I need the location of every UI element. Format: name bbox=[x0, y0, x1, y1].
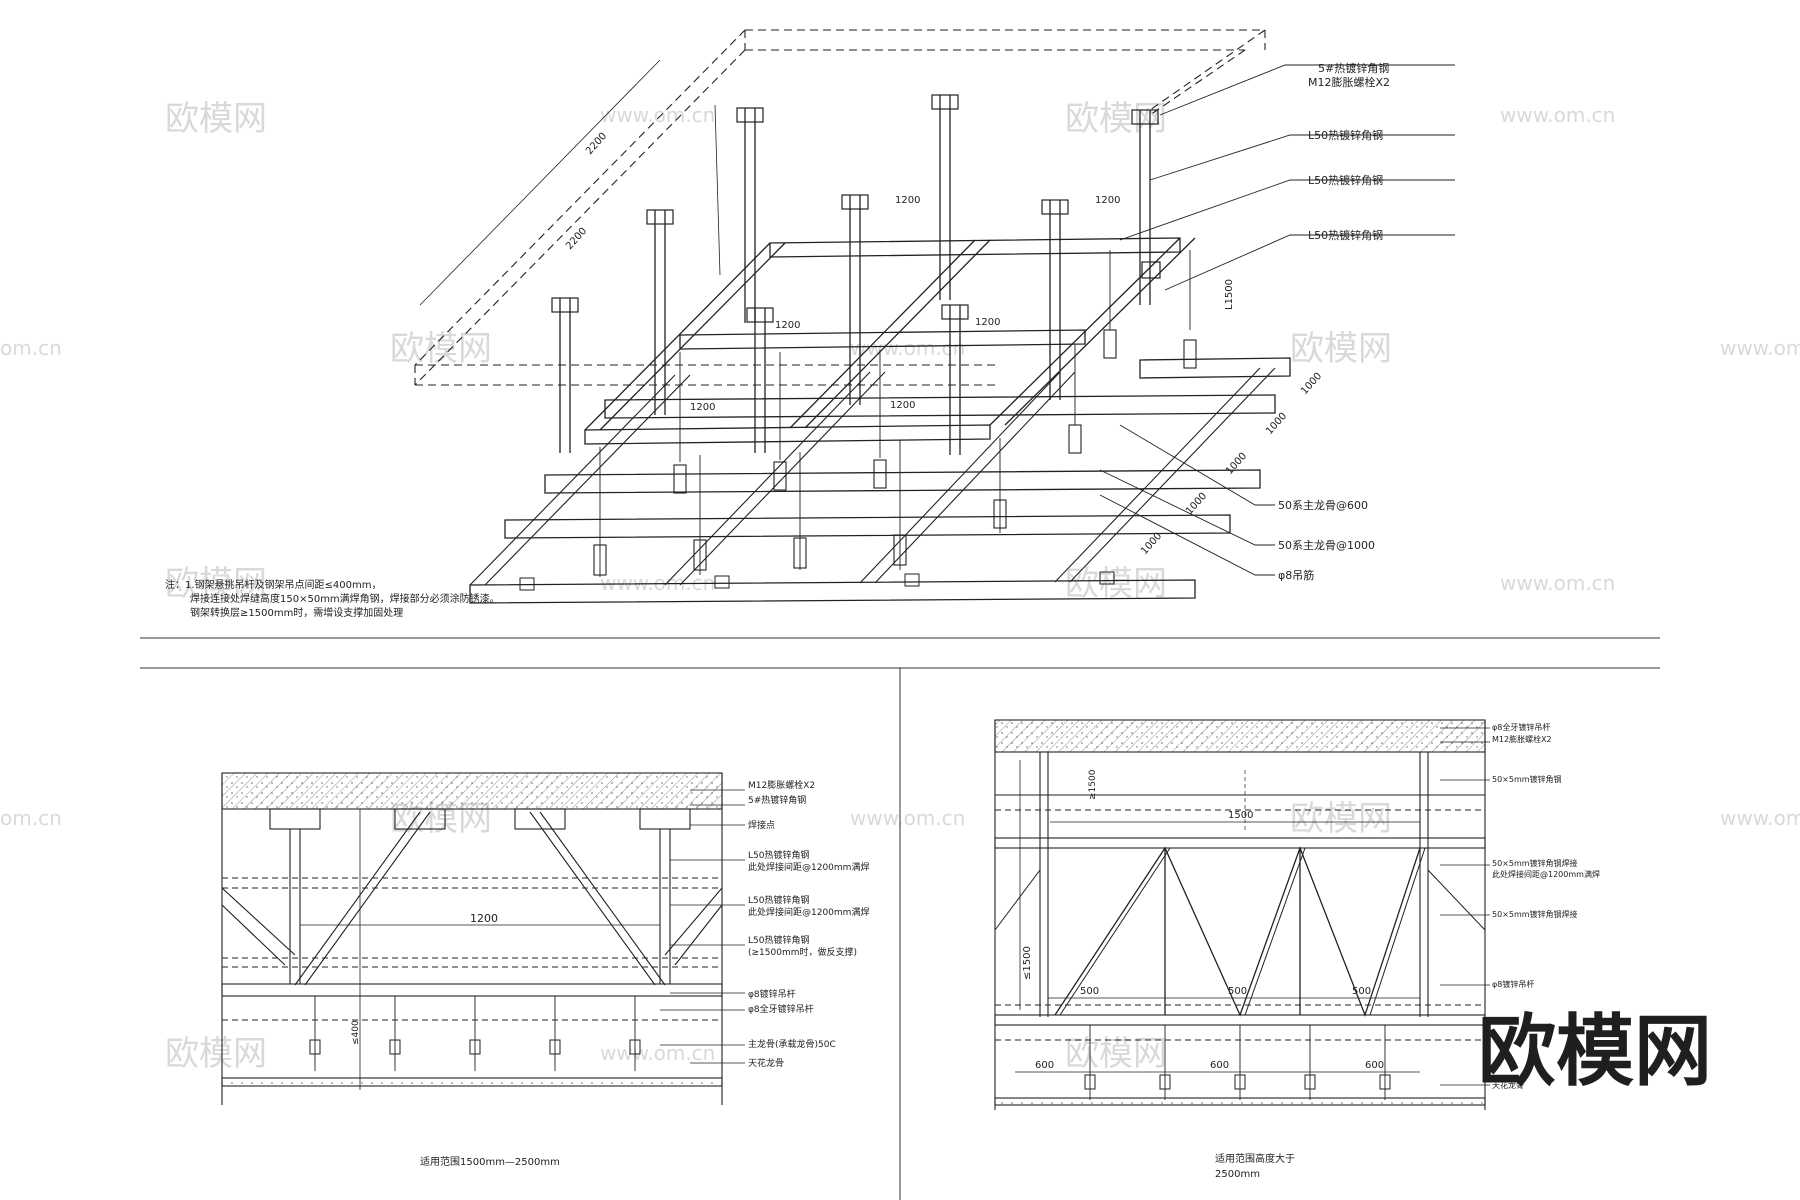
watermark-url: om.cn bbox=[0, 806, 62, 830]
dim-l1500: L1500 bbox=[1224, 279, 1235, 310]
watermark-brand: 欧模网 bbox=[165, 1034, 267, 1074]
watermark-brand: 欧模网 bbox=[1065, 1034, 1167, 1074]
l-dim-400: ≤400 bbox=[351, 1020, 361, 1045]
callout-runner-1000: 50系主龙骨@1000 bbox=[1278, 539, 1375, 552]
dim-1200: 1200 bbox=[890, 400, 915, 411]
r-callout-angle-weld: 50×5mm镀锌角钢焊接 bbox=[1492, 858, 1578, 868]
right-caption-2: 2500mm bbox=[1215, 1169, 1260, 1180]
l-callout-rod: φ8镀锌吊杆 bbox=[748, 988, 796, 1000]
callout-l50-b: L50热镀锌角钢 bbox=[1308, 173, 1383, 187]
watermark-url: www.om.cn bbox=[1500, 103, 1615, 127]
slab-dimensions bbox=[419, 59, 721, 306]
dim-2200: 2200 bbox=[584, 131, 609, 157]
dim-1000: 1000 bbox=[1264, 411, 1289, 437]
dim-1000: 1000 bbox=[1224, 451, 1249, 477]
left-caption: 适用范围1500mm—2500mm bbox=[420, 1155, 560, 1168]
dim-1200: 1200 bbox=[775, 320, 800, 331]
iso-callouts: 5#热镀锌角钢 M12膨胀螺栓X2 L50热镀锌角钢 L50热镀锌角钢 L50热… bbox=[1278, 61, 1390, 582]
note-line-2: 焊接连接处焊缝高度150×50mm满焊角钢，焊接部分必须涂防锈漆。 bbox=[190, 592, 500, 605]
r-callout-angle: 50×5mm镀锌角钢 bbox=[1492, 774, 1562, 784]
left-section-drawing bbox=[221, 772, 745, 1105]
dim-1200: 1200 bbox=[895, 195, 920, 206]
cross-tees bbox=[469, 367, 1276, 586]
upper-frame bbox=[584, 237, 1196, 445]
l-callout-l50-a: L50热镀锌角钢 bbox=[748, 849, 809, 861]
l-callout-l50-b: L50热镀锌角钢 bbox=[748, 894, 809, 906]
l-callout-weld: 焊接点 bbox=[748, 819, 775, 831]
r-dim-600: 600 bbox=[1035, 1060, 1054, 1071]
r-dim-1500-top: ≥1500 bbox=[1088, 769, 1098, 800]
brand-watermark: 欧模网 bbox=[1478, 1007, 1712, 1097]
r-callout-rod: φ8镀锌吊杆 bbox=[1492, 979, 1534, 989]
watermark-url: www.om.cn bbox=[850, 336, 965, 360]
slab-outline-dashed bbox=[414, 29, 1266, 386]
sheet-dividers bbox=[140, 637, 1660, 1200]
callout-l50-a: L50热镀锌角钢 bbox=[1308, 128, 1383, 142]
callout-angle-steel: 5#热镀锌角钢 bbox=[1318, 61, 1389, 75]
dim-1200: 1200 bbox=[690, 402, 715, 413]
watermark-url: www.om.cn bbox=[1720, 806, 1800, 830]
r-dim-500: 500 bbox=[1352, 986, 1371, 997]
watermark-brand: 欧模网 bbox=[1065, 99, 1167, 139]
r-dim-600: 600 bbox=[1365, 1060, 1384, 1071]
iso-notes: 注：1.钢架悬挑吊杆及钢架吊点间距≤400mm， 焊接连接处焊缝高度150×50… bbox=[165, 578, 500, 619]
callout-anchor-bolt: M12膨胀螺栓X2 bbox=[1308, 75, 1390, 89]
dim-1000: 1000 bbox=[1184, 491, 1209, 517]
right-section-labels: φ8全牙镀锌吊杆 M12膨胀螺栓X2 50×5mm镀锌角钢 50×5mm镀锌角钢… bbox=[1022, 722, 1600, 1180]
dim-1200: 1200 bbox=[975, 317, 1000, 328]
dim-1000: 1000 bbox=[1139, 531, 1164, 557]
left-section-labels: M12膨胀螺栓X2 5#热镀锌角钢 焊接点 L50热镀锌角钢 此处焊接间距@12… bbox=[351, 779, 869, 1168]
r-callout-angle-weld-b: 50×5mm镀锌角钢焊接 bbox=[1492, 909, 1578, 919]
watermark-brand: 欧模网 bbox=[390, 329, 492, 369]
isometric-steel-frame bbox=[414, 29, 1455, 604]
callout-runner-600: 50系主龙骨@600 bbox=[1278, 499, 1368, 512]
right-caption-1: 适用范围高度大于 bbox=[1215, 1152, 1295, 1165]
dim-1200: 1200 bbox=[1095, 195, 1120, 206]
l-callout-ceiling: 天花龙骨 bbox=[748, 1057, 784, 1069]
watermark-brand: 欧模网 bbox=[165, 564, 267, 604]
watermark-url: www.om.cn bbox=[1720, 336, 1800, 360]
iso-leaders bbox=[1099, 64, 1455, 576]
l-callout-angle: 5#热镀锌角钢 bbox=[748, 794, 806, 806]
watermark-url: www.om.cn bbox=[600, 103, 715, 127]
r-callout-weld-spacing: 此处焊接间距@1200mm满焊 bbox=[1492, 869, 1600, 879]
l-dim-1200: 1200 bbox=[470, 912, 498, 925]
l-callout-l50-c: L50热镀锌角钢 bbox=[748, 934, 809, 946]
note-line-3: 钢架转换层≥1500mm时，需增设支撑加固处理 bbox=[190, 606, 403, 619]
l-callout-weld-spacing-a: 此处焊接间距@1200mm满焊 bbox=[748, 861, 869, 873]
faint-watermarks: 欧模网 欧模网 欧模网 欧模网 欧模网 欧模网 欧模网 欧模网 欧模网 欧模网 … bbox=[0, 99, 1800, 1074]
r-dim-500: 500 bbox=[1080, 986, 1099, 997]
callout-rod: φ8吊筋 bbox=[1278, 568, 1314, 582]
r-callout-threaded-rod: φ8全牙镀锌吊杆 bbox=[1492, 722, 1550, 732]
r-callout-bolt: M12膨胀螺栓X2 bbox=[1492, 734, 1552, 744]
r-dim-1500-v: ≤1500 bbox=[1022, 946, 1033, 980]
l-callout-weld-spacing-b: 此处焊接间距@1200mm满焊 bbox=[748, 906, 869, 918]
dim-1000: 1000 bbox=[1299, 371, 1324, 397]
watermark-brand: 欧模网 bbox=[165, 99, 267, 139]
watermark-url: www.om.cn bbox=[850, 806, 965, 830]
post-brackets bbox=[551, 94, 1161, 323]
rod-hangers bbox=[593, 329, 1197, 576]
watermark-url: om.cn bbox=[0, 336, 62, 360]
hanger-posts bbox=[559, 95, 1151, 455]
l-callout-main-runner: 主龙骨(承载龙骨)50C bbox=[748, 1038, 836, 1050]
l-callout-bolt: M12膨胀螺栓X2 bbox=[748, 779, 815, 791]
watermark-url: www.om.cn bbox=[1500, 571, 1615, 595]
l-callout-threaded-rod: φ8全牙镀锌吊杆 bbox=[748, 1003, 814, 1015]
watermark-brand: 欧模网 bbox=[1065, 564, 1167, 604]
l-callout-support: (≥1500mm时，做反支撑) bbox=[748, 946, 857, 958]
threaded-rods bbox=[599, 250, 1191, 577]
right-section-drawing bbox=[994, 719, 1490, 1110]
r-dim-600: 600 bbox=[1210, 1060, 1229, 1071]
r-dim-1500: 1500 bbox=[1228, 810, 1253, 821]
watermark-brand: 欧模网 bbox=[1290, 799, 1392, 839]
r-callout-ceiling: 天花龙骨 bbox=[1492, 1080, 1524, 1090]
runner-clips bbox=[519, 571, 1115, 591]
callout-l50-c: L50热镀锌角钢 bbox=[1308, 228, 1383, 242]
r-dim-500: 500 bbox=[1228, 986, 1247, 997]
watermark-brand: 欧模网 bbox=[1290, 329, 1392, 369]
note-line-1: 注：1.钢架悬挑吊杆及钢架吊点间距≤400mm， bbox=[165, 578, 382, 591]
